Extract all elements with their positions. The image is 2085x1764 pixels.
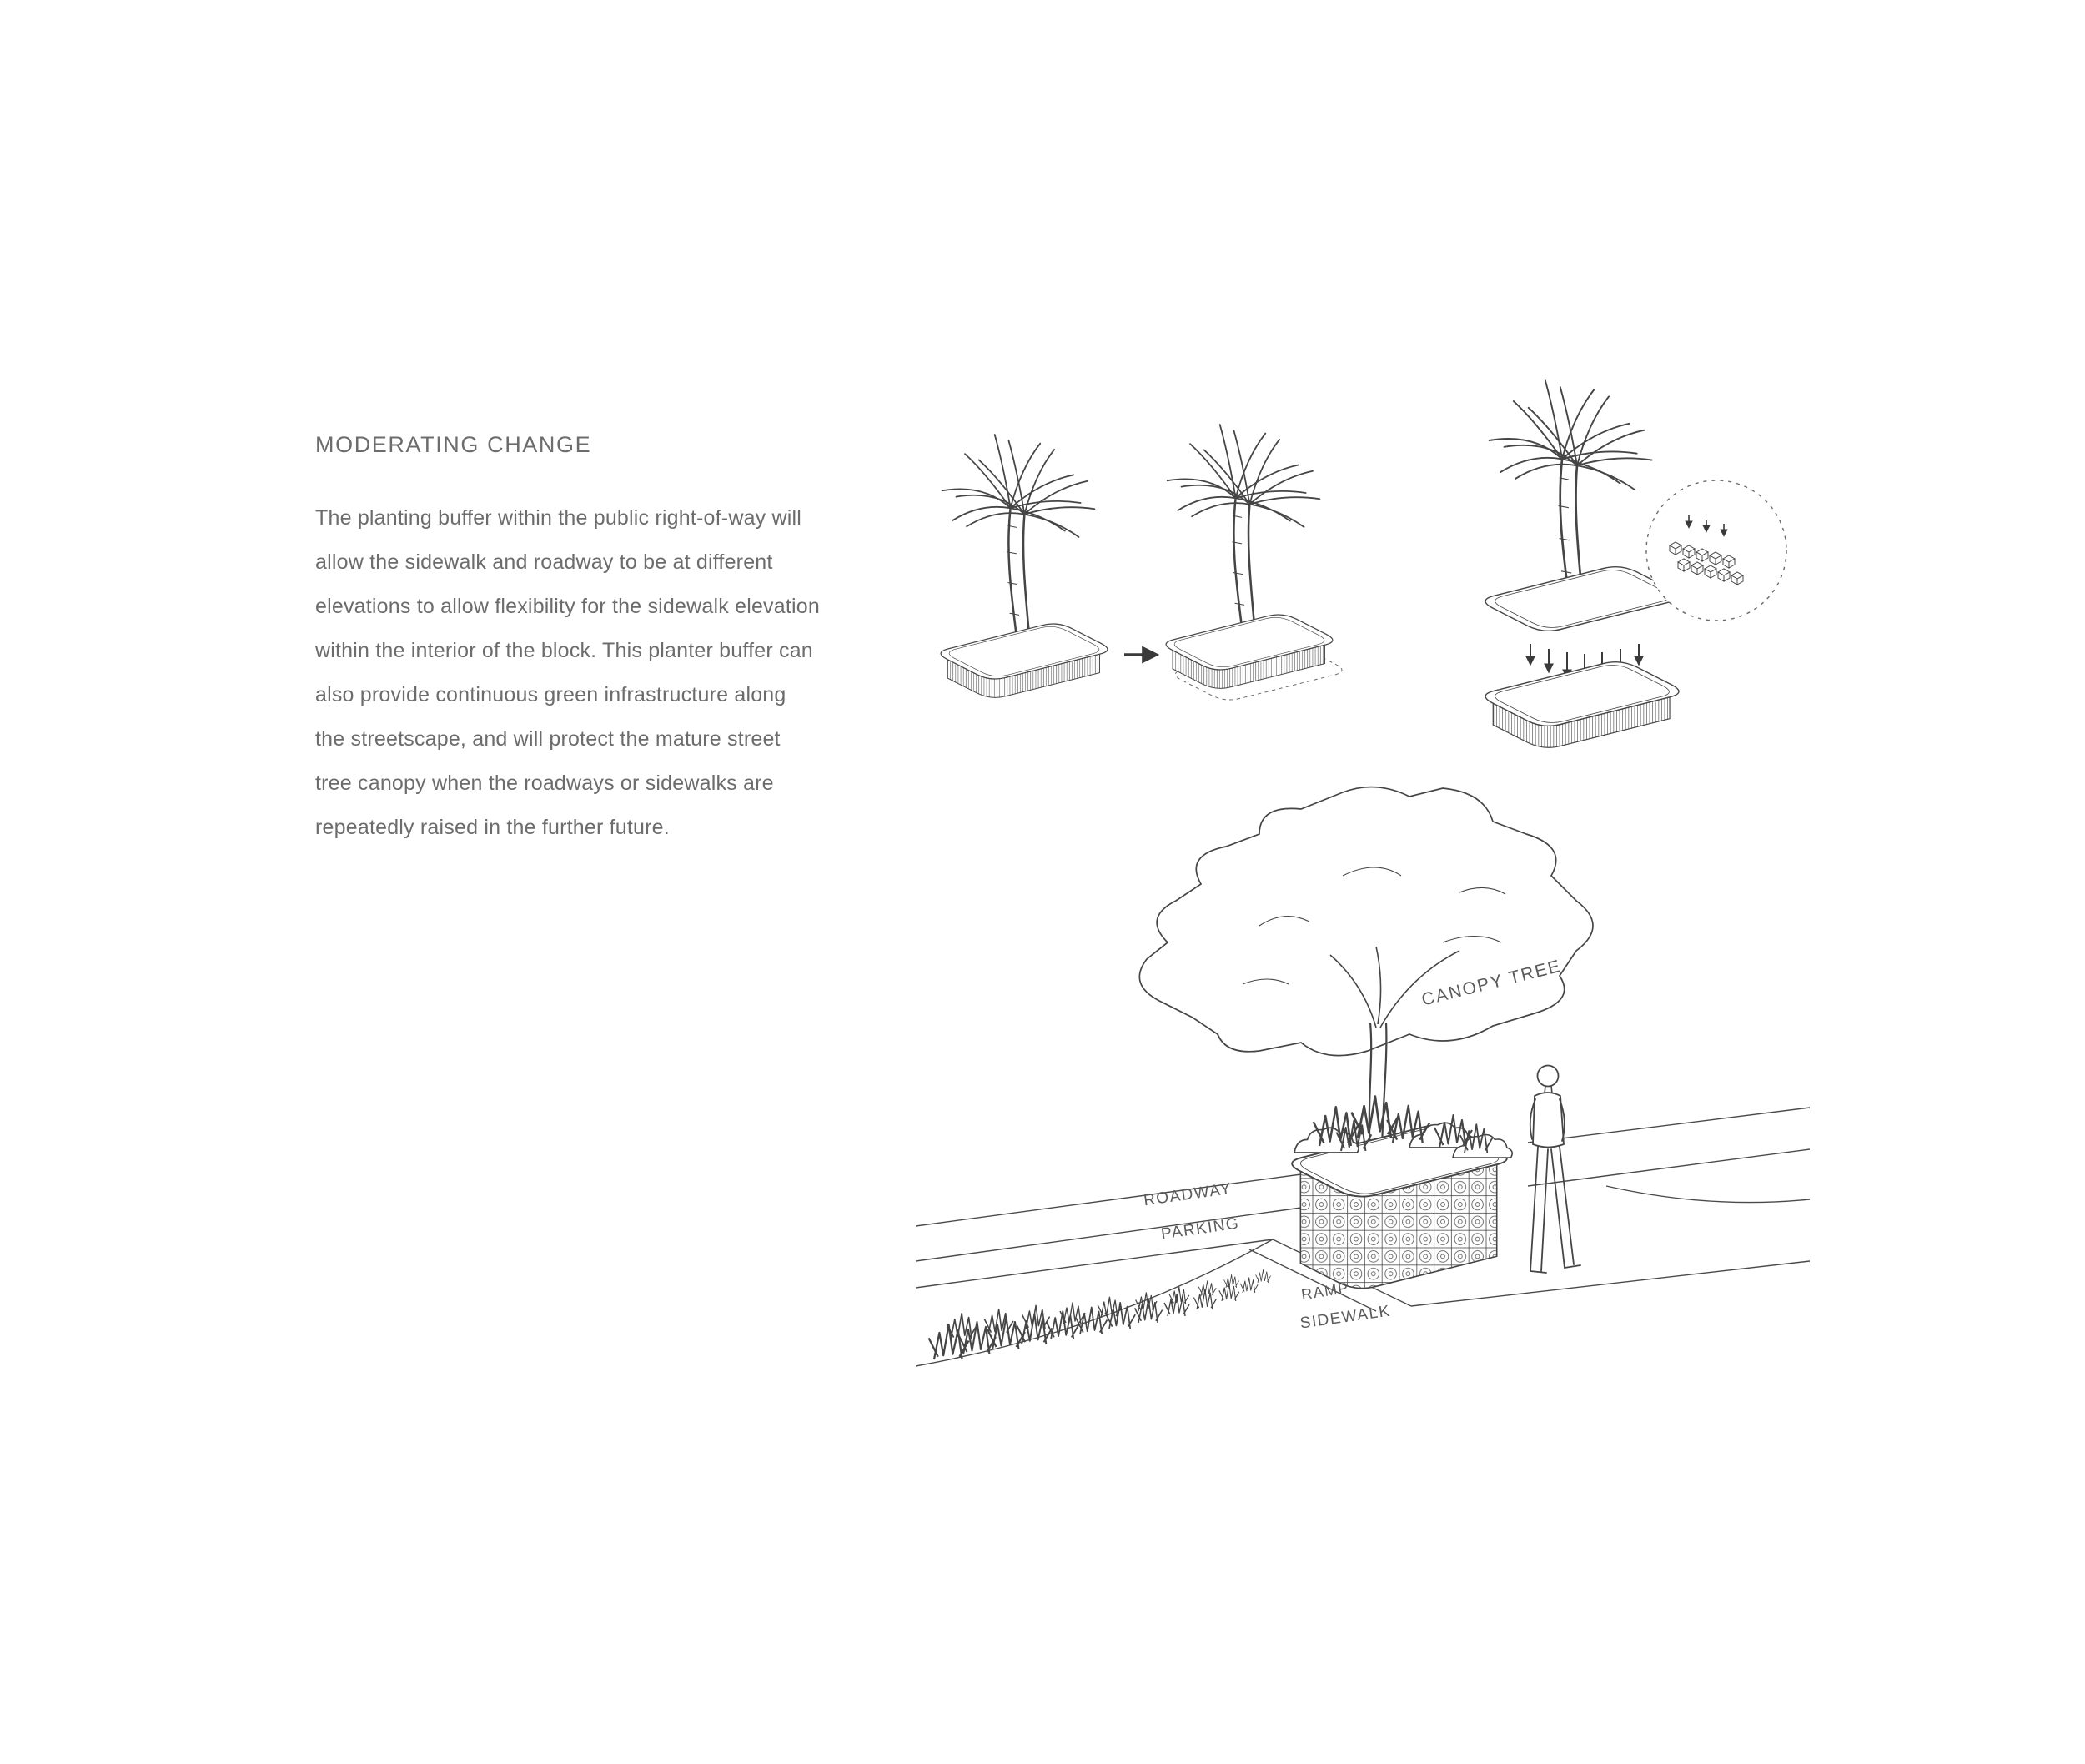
text-block: MODERATING CHANGE The planting buffer wi…: [315, 432, 899, 850]
paragraph-line: the streetscape, and will protect the ma…: [315, 727, 781, 751]
tree-branches: [1329, 946, 1460, 1028]
ramp-label: RAMP: [1300, 1279, 1350, 1304]
planting-strip: [915, 1239, 1274, 1367]
palm-tree-2: [1168, 425, 1320, 634]
paragraph-line: within the interior of the block. This p…: [315, 639, 813, 662]
section-heading: MODERATING CHANGE: [315, 432, 592, 457]
paragraph-line: tree canopy when the roadways or sidewal…: [315, 771, 774, 795]
pedestrian-figure: [1529, 1064, 1581, 1274]
streetscape-perspective-illustration: CANOPY TREE ROADWAY PARKING RAMP SIDEWAL…: [915, 786, 1810, 1367]
body-paragraph: The planting buffer within the public ri…: [315, 496, 899, 850]
planter-raised-ghost: [1165, 614, 1343, 701]
planter-lifted-rim: [1485, 565, 1680, 632]
tree-trunk: [1368, 1022, 1388, 1152]
planter-existing: [940, 623, 1108, 698]
sidewalk-label: SIDEWALK: [1299, 1303, 1392, 1333]
planter-base: [1485, 661, 1680, 748]
paragraph-line: allow the sidewalk and roadway to be at …: [315, 550, 773, 574]
canopy-tree: [1138, 786, 1594, 1152]
paragraph-line: repeatedly raised in the further future.: [315, 816, 670, 839]
modular-block-detail: [1645, 480, 1787, 621]
planter-elevation-sequence-diagram: [940, 367, 1787, 748]
roadway-label: ROADWAY: [1143, 1180, 1233, 1210]
paragraph-line: also provide continuous green infrastruc…: [315, 683, 786, 706]
paragraph-line: The planting buffer within the public ri…: [315, 506, 802, 530]
parking-label: PARKING: [1160, 1215, 1241, 1244]
palm-tree-1: [942, 435, 1095, 644]
grass-tufts: [927, 1269, 1272, 1361]
paragraph-line: elevations to allow flexibility for the …: [315, 595, 820, 618]
